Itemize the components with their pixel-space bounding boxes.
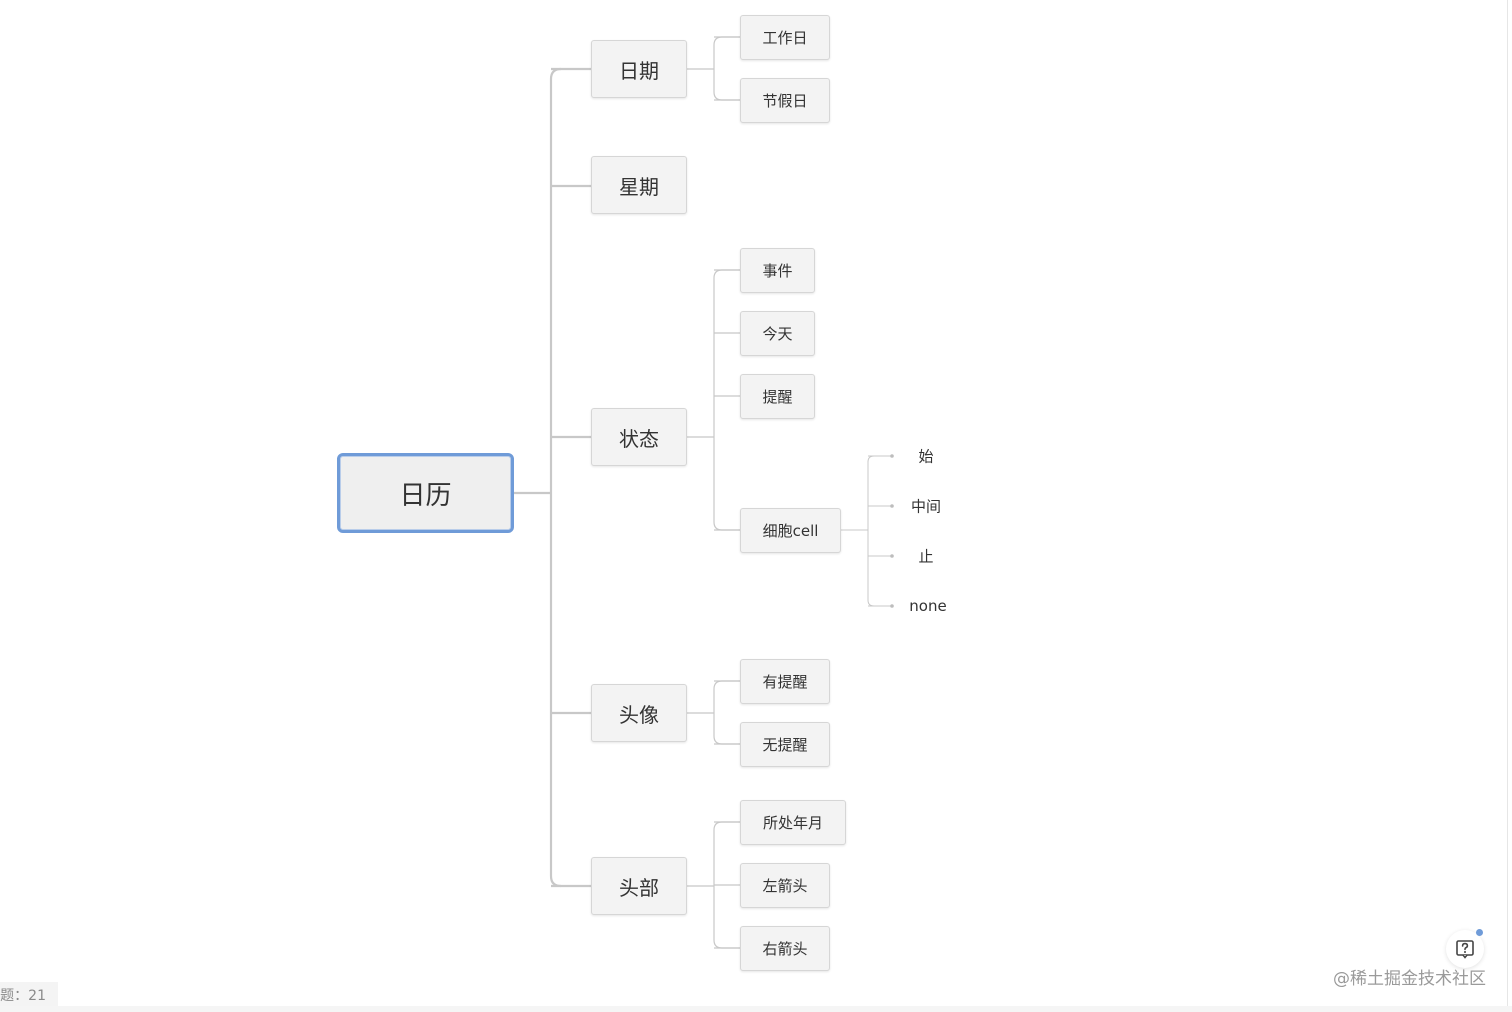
subtopic-label: 右箭头 xyxy=(762,940,808,958)
subtopic-label: 提醒 xyxy=(762,388,793,406)
subtopic-label: 工作日 xyxy=(762,29,808,47)
subtopic-current-month[interactable]: 所处年月 xyxy=(740,800,846,845)
topic-count-label: 题：21 xyxy=(0,988,46,1004)
subtopic-label: 左箭头 xyxy=(762,877,808,895)
subtopic-label: 有提醒 xyxy=(762,673,808,691)
subtopic-has-reminder[interactable]: 有提醒 xyxy=(740,659,830,704)
subtopic-cell[interactable]: 细胞cell xyxy=(740,508,841,553)
subtopic-left-arrow[interactable]: 左箭头 xyxy=(740,863,830,908)
topic-weekday[interactable]: 星期 xyxy=(591,156,687,214)
subtopic-label: 细胞cell xyxy=(762,522,819,540)
canvas-edge xyxy=(1507,0,1508,1012)
connector-dot xyxy=(890,454,894,458)
subtopic-label: 无提醒 xyxy=(762,736,808,754)
topic-label: 状态 xyxy=(619,426,659,451)
subtopic-today[interactable]: 今天 xyxy=(740,311,815,356)
connector-dot xyxy=(890,554,894,558)
leaf-bracket xyxy=(867,455,892,607)
root-topic-label: 日历 xyxy=(399,480,452,511)
topic-header[interactable]: 头部 xyxy=(591,857,687,915)
topic-label: 日期 xyxy=(619,58,659,83)
topic-count-status: 题：21 xyxy=(0,982,58,1008)
leaf-start[interactable]: 始 xyxy=(918,447,934,466)
subtopic-label: 节假日 xyxy=(762,92,808,110)
leaf-end[interactable]: 止 xyxy=(918,547,934,566)
subtopic-label: 事件 xyxy=(762,262,793,280)
leaf-middle[interactable]: 中间 xyxy=(910,497,942,516)
sub-bracket xyxy=(713,680,740,745)
subtopic-event[interactable]: 事件 xyxy=(740,248,815,293)
bottom-bar xyxy=(0,1006,1512,1012)
subtopic-holiday[interactable]: 节假日 xyxy=(740,78,830,123)
subtopic-right-arrow[interactable]: 右箭头 xyxy=(740,926,830,971)
connector-dot xyxy=(890,504,894,508)
subtopic-no-reminder[interactable]: 无提醒 xyxy=(740,722,830,767)
topic-label: 头部 xyxy=(619,875,659,900)
topic-status[interactable]: 状态 xyxy=(591,408,687,466)
subtopic-workday[interactable]: 工作日 xyxy=(740,15,830,60)
sub-bracket xyxy=(713,36,740,101)
topic-date[interactable]: 日期 xyxy=(591,40,687,98)
leaf-none[interactable]: none xyxy=(909,597,947,615)
subtopic-label: 今天 xyxy=(762,325,793,343)
topic-label: 头像 xyxy=(619,702,659,727)
main-bracket xyxy=(549,67,562,888)
notification-dot xyxy=(1476,929,1483,936)
connector-dot xyxy=(890,604,894,608)
sub-bracket xyxy=(713,269,740,531)
help-question-icon xyxy=(1456,940,1474,959)
root-topic[interactable]: 日历 xyxy=(337,453,514,533)
help-button[interactable] xyxy=(1446,930,1484,968)
topic-label: 星期 xyxy=(619,174,659,199)
topic-avatar[interactable]: 头像 xyxy=(591,684,687,742)
subtopic-label: 所处年月 xyxy=(762,814,823,832)
watermark: @稀土掘金技术社区 xyxy=(1333,969,1486,989)
subtopic-reminder[interactable]: 提醒 xyxy=(740,374,815,419)
